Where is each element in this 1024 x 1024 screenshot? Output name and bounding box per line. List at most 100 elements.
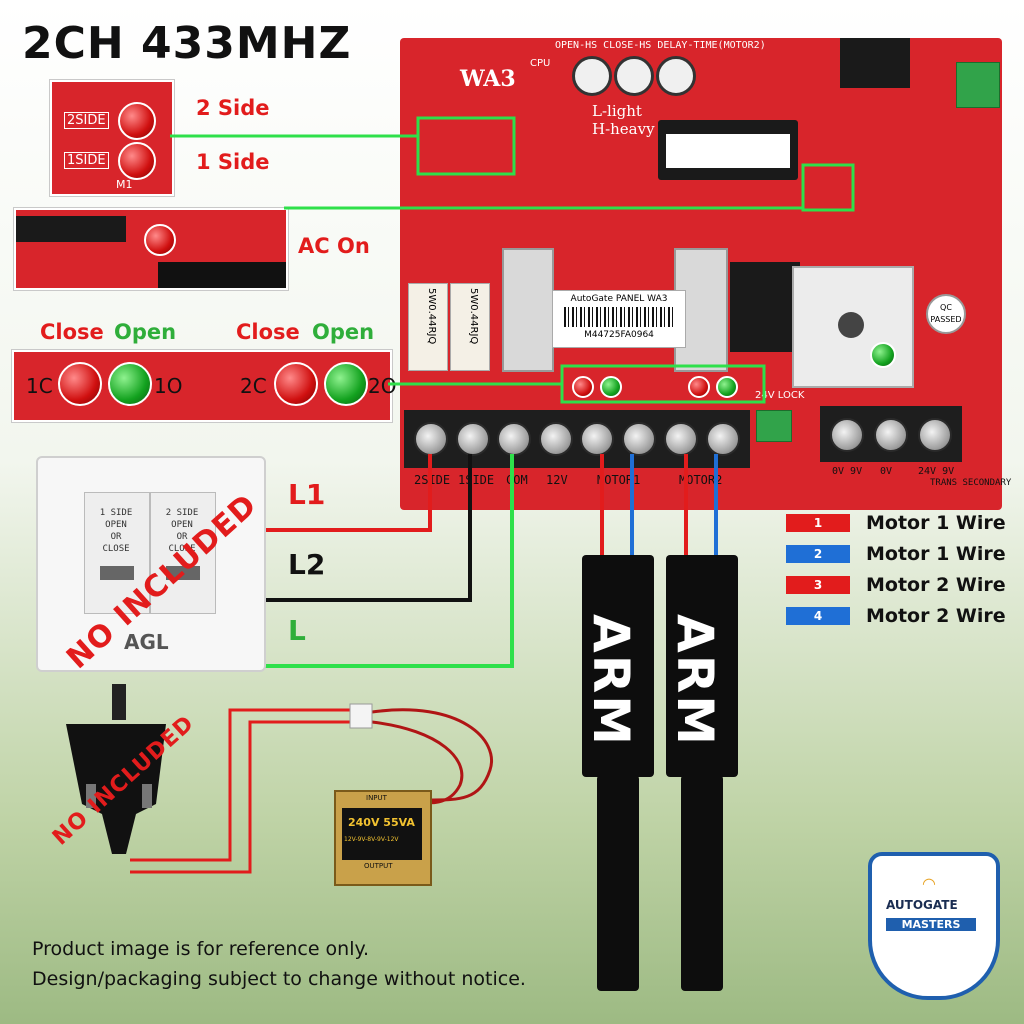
inset-ic [16,216,126,242]
wire-l [262,454,514,668]
terminal-motor2-b [706,422,740,456]
switch-right-line3: OR [176,532,188,542]
terminal-label-motor1: MOTOR1 [597,473,641,487]
light-label: L-light [592,102,642,120]
terminal-label-1side: 1SIDE [458,473,495,487]
secondary-label-1: 0V 9V [832,466,863,477]
inset-side-selector: 2SIDE 1SIDE M1 [50,80,174,196]
logo-bottom-text: MASTERS [886,918,976,931]
inset-led-2o [324,362,368,406]
switch-rocker-left [84,492,150,614]
relay-2 [674,248,728,372]
power-resistor-2: 5W0.44RJQ [450,283,490,371]
terminal-label-motor2: MOTOR2 [679,473,723,487]
inset-led-2c [274,362,318,406]
inset-label-2o: 2O [368,374,397,398]
callout-1-side: 1 Side [196,150,270,174]
switch-left-line4: CLOSE [102,544,130,554]
terminal-label-12v: 12V [546,473,568,487]
terminal-1side [456,422,490,456]
wire-plug-1 [130,708,350,862]
brand-logo: ◠ AUTOGATE MASTERS [868,852,1000,1000]
callout-2-side: 2 Side [196,96,270,120]
transformer-rating: 240V 55VA [348,816,415,829]
lock-terminal [756,410,792,442]
legend-label-4: Motor 2 Wire [866,605,1006,627]
inset-1side-label: 1SIDE [64,152,109,169]
switch-indicator-right [166,566,200,580]
switch-indicator-left [100,566,134,580]
transformer-output: OUTPUT [364,862,393,870]
legend-label-1: Motor 1 Wire [866,512,1006,534]
footnote-line-2: Design/packaging subject to change witho… [32,968,526,990]
relay-3 [730,262,800,352]
switch-right-line2: OPEN [171,520,193,530]
sticker-barcode [564,307,674,327]
switch-left-line1: 1 SIDE [99,508,133,518]
callout-open-2: Open [312,320,375,344]
highlight-side-leds [416,116,516,176]
callout-connectors [170,116,855,404]
board-model-label: WA3 [460,66,516,92]
inset-label-1o: 1O [154,374,183,398]
bridge-rectifier [792,266,914,388]
led-1o [600,376,622,398]
led-1c [572,376,594,398]
callout-close-2: Close [236,320,300,344]
terminal-12v [539,422,573,456]
board-header-text: OPEN-HS CLOSE-HS DELAY-TIME(MOTOR2) [555,40,766,51]
terminal-motor1-a [580,422,614,456]
logo-wifi-icon: ◠ [922,874,936,893]
terminal-label-2side: 2SIDE [414,473,451,487]
switch-right-line4: CLOSE [168,544,196,554]
wire-plug-2 [130,720,350,874]
legend-swatch-1: 1 [786,514,850,532]
logo-top-text: AUTOGATE [886,898,958,912]
inset-2side-led [118,102,156,140]
terminal-secondary-2 [874,418,908,452]
inset-status-leds: 1C 1O 2C 2O [12,350,396,422]
potentiometer-close [614,56,654,96]
transformer-taps: 12V-9V-8V-9V-12V [344,836,399,843]
terminal-motor2-a [664,422,698,456]
relay-top [840,38,910,88]
legend-label-2: Motor 1 Wire [866,543,1006,565]
switch-rocker-right [150,492,216,614]
lock-label: 24V LOCK [755,390,805,401]
power-resistor-1: 5W0.44RJQ [408,283,448,371]
light-terminal [956,62,1000,108]
legend-swatch-2: 2 [786,545,850,563]
arm-label-1: ARM [582,614,640,747]
legend-swatch-4: 4 [786,607,850,625]
secondary-label-2: 0V [880,466,893,477]
gate-arm-1-shaft [597,775,639,991]
secondary-label-trans: TRANS SECONDARY [930,478,1012,488]
inset-led-1c [58,362,102,406]
terminal-motor1-b [622,422,656,456]
arm-label-2: ARM [666,614,724,747]
gate-arm-2-shaft [681,775,723,991]
legend-swatch-3: 3 [786,576,850,594]
wall-switch: 1 SIDE OPEN OR CLOSE 2 SIDE OPEN OR CLOS… [36,456,266,672]
label-l2: L2 [288,548,326,581]
terminal-label-strip [404,468,750,492]
callout-open-1: Open [114,320,177,344]
highlight-ac-led [801,163,855,212]
led-2c [688,376,710,398]
wire-l1 [262,454,432,532]
switch-left-line2: OPEN [105,520,127,530]
inset-ac-on [14,208,288,290]
inset-relay [158,262,286,288]
inset-led-1o [108,362,152,406]
wire-transformer-1 [371,708,493,802]
terminal-secondary-3 [918,418,952,452]
inset-m1-label: M1 [116,178,133,191]
callout-ac-on: AC On [298,234,370,258]
secondary-label-3: 24V 9V [918,466,955,477]
transformer-input: INPUT [366,794,387,802]
callout-close-1: Close [40,320,104,344]
label-l: L [288,614,306,647]
sticker-title: AutoGate PANEL WA3 [570,294,668,304]
inset-2side-label: 2SIDE [64,112,109,129]
cpu-chip-window [666,134,790,168]
